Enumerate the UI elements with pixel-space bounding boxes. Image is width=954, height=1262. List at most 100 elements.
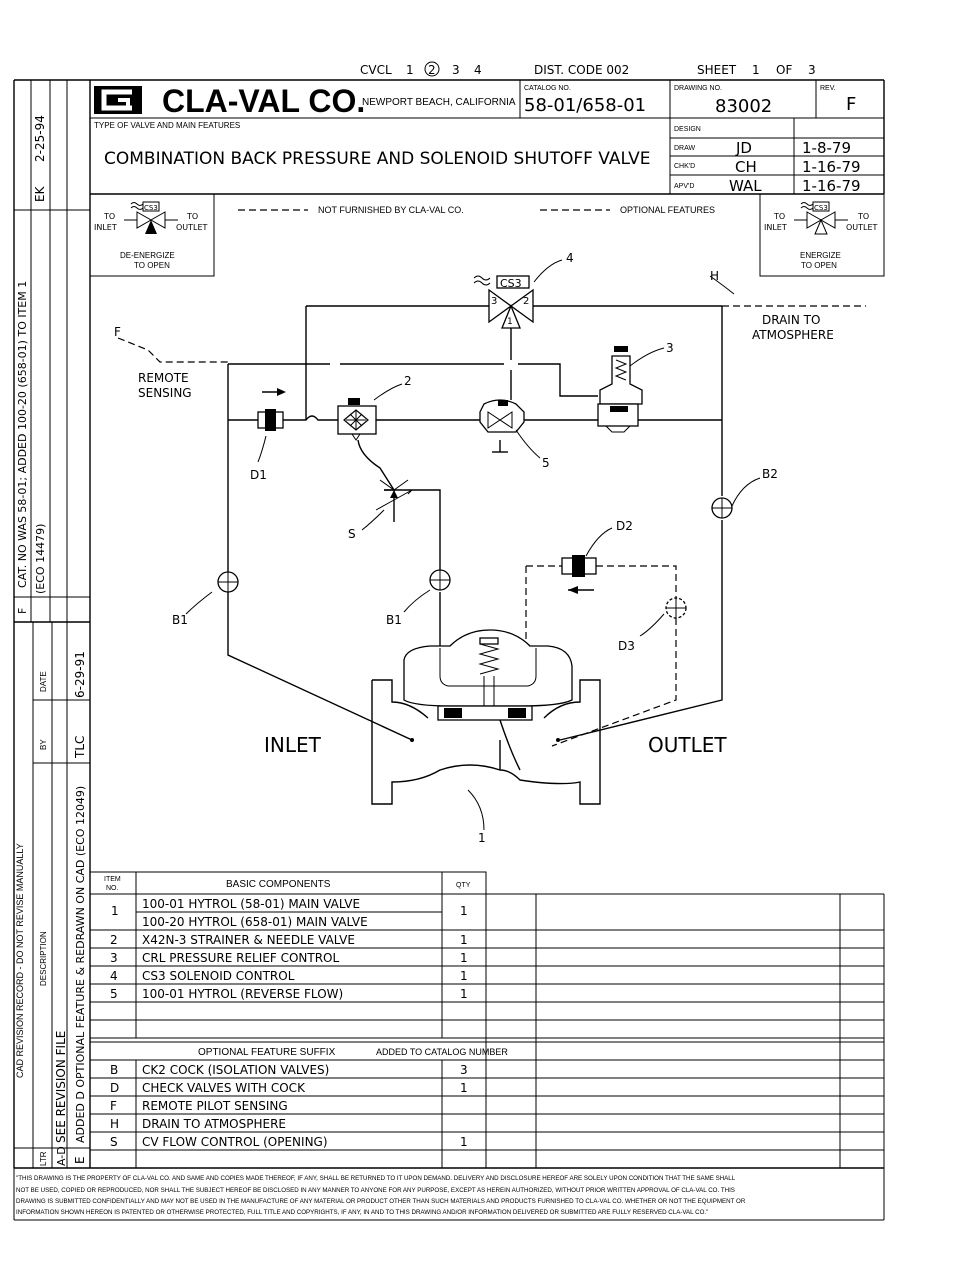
rev-range: A-D: [55, 1146, 68, 1166]
feature-description: CHECK VALVES WITH COCK: [142, 1081, 306, 1095]
component-description: 100-01 HYTROL (REVERSE FLOW): [142, 987, 343, 1001]
draw-role: DRAW: [674, 145, 696, 152]
feature-suffix: S: [110, 1135, 118, 1149]
footer-line-1: "THIS DRAWING IS THE PROPERTY OF CLA-VAL…: [16, 1175, 736, 1182]
right-box-caption-2: TO OPEN: [801, 261, 837, 270]
approve-role: APV'D: [674, 183, 694, 190]
callout-4: 4: [566, 251, 574, 265]
upper-rev-eco: (ECO 14479): [34, 524, 47, 594]
pressure-relief-control: [597, 346, 643, 433]
remote-label: REMOTE: [138, 371, 189, 385]
label-d3: D3: [618, 639, 635, 653]
cvcl-2: 2: [428, 63, 436, 77]
sheet-of: OF: [776, 63, 792, 77]
callout-3: 3: [666, 341, 674, 355]
cs3-tag: CS3: [500, 277, 522, 290]
left-box-cs3-tag: CS3: [144, 204, 158, 212]
component-item-no: 1: [111, 904, 119, 918]
right-box-to-label: TO: [773, 212, 785, 221]
label-h: H: [710, 269, 719, 283]
left-box-to-label-2: TO: [186, 212, 198, 221]
check-valve-d1: [257, 388, 286, 431]
optional-features-table: OPTIONAL FEATURE SUFFIX ADDED TO CATALOG…: [90, 1041, 884, 1168]
title-block: CLA-VAL CO. NEWPORT BEACH, CALIFORNIA CA…: [90, 80, 884, 195]
company-name: CLA-VAL CO.: [162, 83, 365, 119]
label-b2: B2: [762, 467, 778, 481]
main-valve-hytrol: [371, 629, 601, 805]
label-d1: D1: [250, 468, 267, 482]
left-box-inlet: INLET: [94, 223, 117, 232]
cvcl-3: 3: [452, 63, 460, 77]
component-description: CRL PRESSURE RELIEF CONTROL: [142, 951, 339, 965]
feature-qty: 3: [460, 1063, 468, 1077]
callout-leaders: [185, 259, 761, 831]
lower-rev-letter: E: [73, 1156, 87, 1164]
legend: NOT FURNISHED BY CLA-VAL CO. OPTIONAL FE…: [89, 193, 885, 277]
strainer-needle-valve: [337, 398, 377, 441]
drawing-number-label: DRAWING NO.: [674, 85, 722, 92]
cock-b1-center: [429, 569, 451, 591]
right-box-inlet: INLET: [764, 223, 787, 232]
port-1: 1: [507, 317, 513, 327]
port-2: 2: [523, 296, 529, 307]
rev-label: REV.: [820, 85, 836, 92]
reverse-flow-hytrol: [479, 399, 525, 433]
feature-description: CV FLOW CONTROL (OPENING): [142, 1135, 328, 1149]
confidentiality-footer: "THIS DRAWING IS THE PROPERTY OF CLA-VAL…: [16, 1175, 746, 1216]
right-box-cs3-tag: CS3: [814, 204, 828, 212]
footer-line-3: DRAWING IS SUBMITTED CONFIDENTIALLY AND …: [16, 1198, 746, 1205]
upper-rev-date: 2-25-94: [33, 115, 47, 162]
footer-line-2: NOT BE USED, COPIED OR REPRODUCED, NOR S…: [16, 1187, 735, 1194]
de-energize-legend-box: CS3 TO INLET TO OUTLET DE-ENERGIZE TO OP…: [89, 193, 215, 277]
feature-description: DRAIN TO ATMOSPHERE: [142, 1117, 286, 1131]
cvcl-label: CVCL: [360, 63, 392, 77]
cs3-solenoid: CS3 3 2 1: [473, 275, 534, 329]
component-description: CS3 SOLENOID CONTROL: [142, 969, 295, 983]
check-name: CH: [735, 158, 757, 176]
flow-control-s: [375, 479, 414, 522]
cvcl-selected-circle: [424, 61, 440, 77]
cad-revision-note: CAD REVISION RECORD - DO NOT REVISE MANU…: [15, 843, 25, 1078]
label-s: S: [348, 527, 356, 541]
inlet-label: INLET: [264, 733, 322, 757]
outlet-sensing-line: [559, 306, 723, 741]
draw-name: JD: [735, 139, 752, 157]
company-location: NEWPORT BEACH, CALIFORNIA: [362, 97, 516, 108]
feature-qty: 1: [460, 1081, 468, 1095]
date-column-label: DATE: [39, 671, 48, 692]
upper-rev-description: CAT. NO WAS 58-01; ADDED 100-20 (658-01)…: [16, 281, 29, 588]
label-f: F: [114, 325, 121, 339]
sheet-number: 1: [752, 63, 760, 77]
description-column-label: DESCRIPTION: [39, 931, 48, 986]
component-qty: 1: [460, 904, 468, 918]
optional-note: ADDED TO CATALOG NUMBER: [376, 1047, 508, 1057]
left-box-to-label: TO: [103, 212, 115, 221]
component-item-no: 5: [110, 987, 118, 1001]
check-valve-loop: [526, 565, 677, 747]
upper-rev-by: EK: [33, 185, 47, 202]
dist-code: DIST. CODE 002: [534, 63, 629, 77]
letter-column-label: LTR: [39, 1151, 48, 1166]
callout-1: 1: [478, 831, 486, 845]
check-valve-d2: [561, 555, 597, 594]
cock-b2: [711, 497, 733, 519]
top-info-line: CVCL 1 2 3 4 DIST. CODE 002 SHEET 1 OF 3: [360, 61, 816, 77]
not-furnished-label: NOT FURNISHED BY CLA-VAL CO.: [318, 205, 464, 215]
optional-features-label: OPTIONAL FEATURES: [620, 205, 715, 215]
revision-letter: F: [846, 94, 856, 115]
lower-rev-by: TLC: [73, 736, 87, 759]
feature-description: CK2 COCK (ISOLATION VALVES): [142, 1063, 329, 1077]
component-qty: 1: [460, 987, 468, 1001]
sheet-label: SHEET: [697, 63, 737, 77]
by-column-label: BY: [39, 739, 48, 750]
component-qty: 1: [460, 969, 468, 983]
component-item-no: 3: [110, 951, 118, 965]
type-label: TYPE OF VALVE AND MAIN FEATURES: [94, 121, 240, 130]
cock-d3: [665, 597, 687, 619]
revision-sidebar: 2-25-94 EK CAT. NO WAS 58-01; ADDED 100-…: [14, 80, 90, 1168]
schematic: CS3 3 2 1: [114, 251, 866, 845]
qty-header: QTY: [456, 882, 471, 889]
cvcl-4: 4: [474, 63, 482, 77]
